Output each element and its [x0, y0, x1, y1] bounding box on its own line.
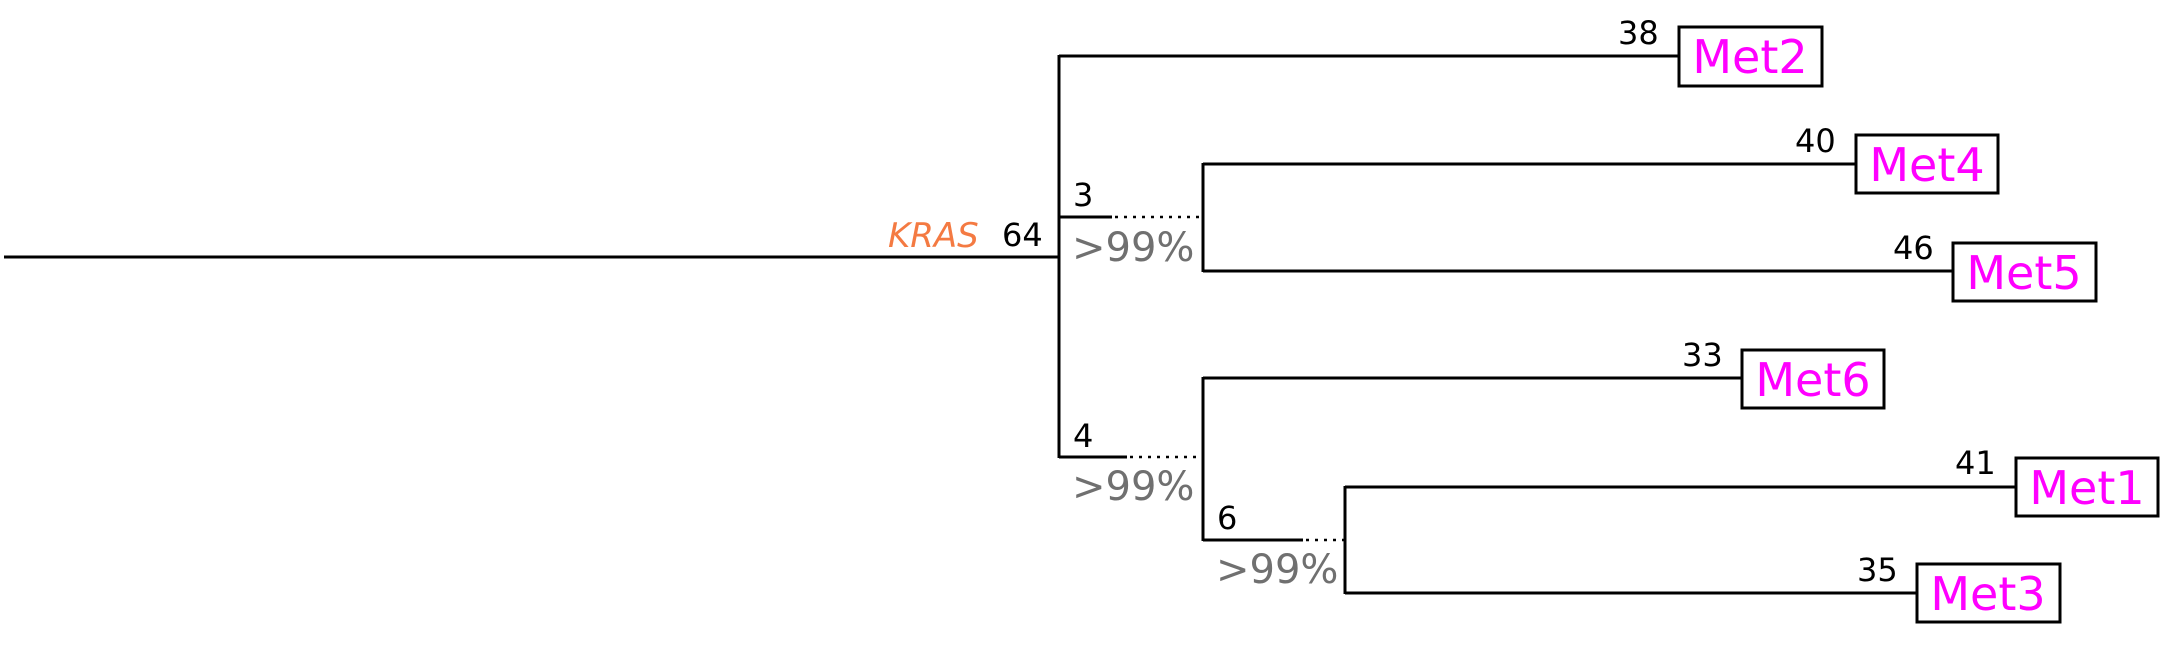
leaf-met6-box [1740, 348, 1886, 410]
leaf-met4-box [1854, 133, 2000, 195]
node-b-support: >99% [1072, 464, 1194, 510]
node-c-mutation-count: 6 [1217, 499, 1237, 537]
leaf-met2-box [1677, 25, 1824, 88]
leaf-met4-count: 40 [1795, 122, 1836, 160]
trunk-gene-label: KRAS [888, 216, 979, 256]
leaf-met4-label: Met4 [1869, 138, 1984, 192]
leaf-met6-count: 33 [1682, 336, 1723, 374]
node-b-mutation-count: 4 [1073, 417, 1093, 455]
leaf-met3-label: Met3 [1930, 567, 2045, 621]
node-a-support: >99% [1072, 225, 1194, 271]
leaf-met2-count: 38 [1618, 14, 1659, 52]
leaf-met3-count: 35 [1857, 551, 1898, 589]
leaf-met5-count: 46 [1893, 229, 1934, 267]
node-a-mutation-count: 3 [1073, 176, 1093, 214]
leaf-met2-label: Met2 [1692, 30, 1807, 84]
leaf-met5-box [1951, 241, 2098, 303]
leaf-met5-label: Met5 [1966, 246, 2081, 300]
leaf-met3-box [1915, 562, 2062, 624]
leaf-met6-label: Met6 [1755, 353, 1870, 407]
trunk-mutation-count: 64 [1002, 216, 1043, 254]
leaf-met1-count: 41 [1955, 444, 1996, 482]
leaf-met1-box [2014, 456, 2160, 518]
leaf-met1-label: Met1 [2029, 461, 2144, 515]
node-c-support: >99% [1216, 547, 1338, 593]
